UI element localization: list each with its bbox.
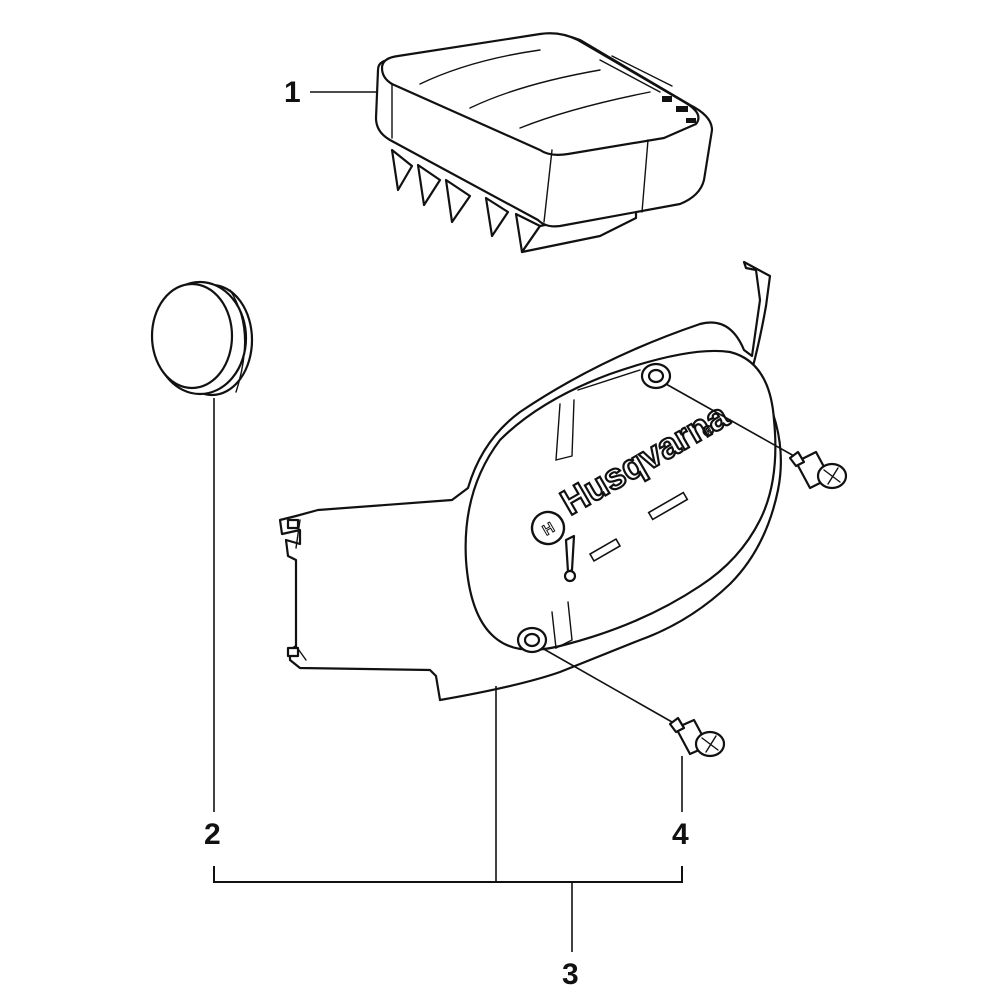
cover-panel [464,349,777,651]
molded-markings [588,491,689,563]
callout-1: 1 [284,76,301,109]
air-filter-icon[interactable] [374,32,714,254]
screw-upper [788,450,848,490]
leader-lines [213,91,795,952]
brand-emblem: H [530,510,566,546]
callout-4: 4 [672,818,689,851]
screw-lower [668,716,726,758]
cylinder-cover-icon[interactable]: H Husqvarna ® [278,260,782,702]
thermometer-icon [563,534,577,583]
rubber-plug-icon[interactable] [150,280,254,397]
callout-3: 3 [562,958,579,991]
screw-icon[interactable] [668,450,848,758]
callout-2: 2 [204,818,221,851]
